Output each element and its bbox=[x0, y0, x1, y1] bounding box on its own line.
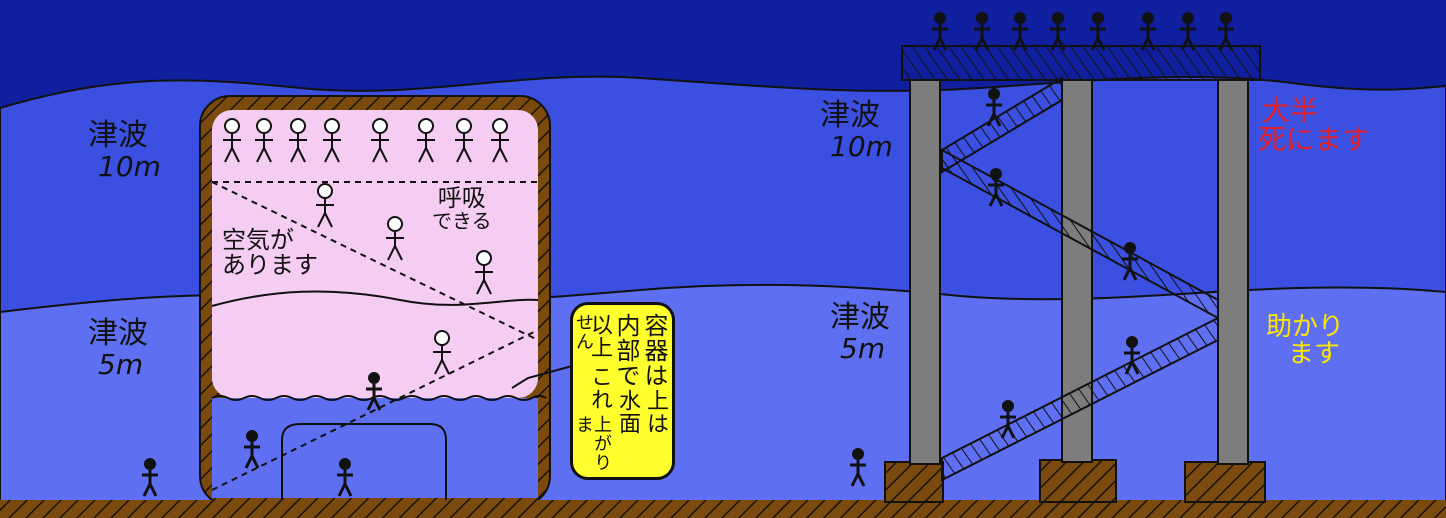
note-column: これ bbox=[587, 365, 612, 411]
ground bbox=[0, 500, 1446, 518]
label-air-present: 空気が あります bbox=[222, 226, 318, 280]
note-column: 以上 bbox=[587, 313, 612, 359]
evacuation-tower bbox=[848, 10, 1266, 503]
label-tsunami-10m-left: 津波 10m bbox=[88, 118, 161, 183]
label-tsunami-5m-right: 津波 5m bbox=[830, 300, 890, 365]
note-column: 上は bbox=[643, 389, 668, 435]
label-tsunami-10m-right: 津波 10m bbox=[820, 98, 893, 163]
label-saved: 助かり ます bbox=[1266, 312, 1345, 370]
label-tsunami-5m-left: 津波 5m bbox=[88, 316, 148, 381]
label-most-die: 大半 死にます bbox=[1258, 94, 1371, 157]
note-column: 内部で bbox=[612, 313, 640, 388]
shelter-structure bbox=[199, 95, 551, 507]
air-pocket-wave-line bbox=[211, 290, 539, 307]
note-column: 上がりま bbox=[573, 415, 612, 472]
note-column: 容器は bbox=[640, 313, 668, 388]
label-can-breathe: 呼吸 できる bbox=[432, 184, 492, 234]
note-column: 水面 bbox=[615, 389, 640, 435]
callout-note: 容器は 内部で これ 以上 上は 水面 上がりま せん bbox=[570, 302, 675, 480]
note-column: せん bbox=[573, 313, 594, 351]
